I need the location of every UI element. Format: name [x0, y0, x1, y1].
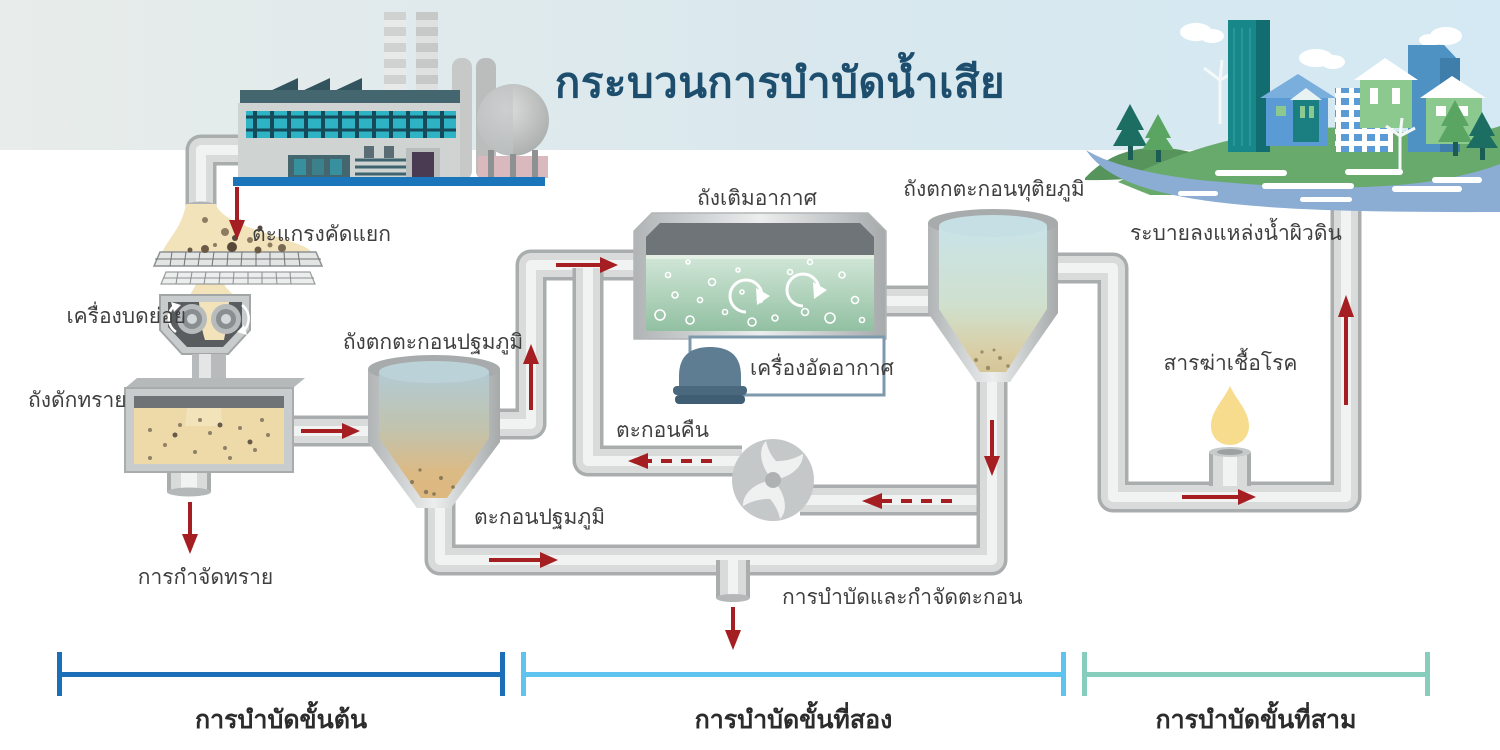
disinfectant-inlet-stub — [1209, 447, 1251, 486]
house-right — [1420, 76, 1486, 144]
flow-arrow-sand-down — [182, 502, 198, 554]
bar-screen — [152, 242, 324, 285]
flow-arrow-return-left-dashed — [628, 453, 712, 469]
disinfectant-drop-icon — [1211, 386, 1249, 445]
house-green — [1354, 58, 1418, 128]
grinder — [159, 294, 251, 378]
flow-arrow-grit-right — [301, 423, 360, 439]
air-compressor — [673, 335, 886, 404]
flow-arrow-secondary-down — [984, 420, 1000, 476]
secondary-clarifier-tank — [928, 209, 1058, 382]
disinfection-discharge-pipe — [1050, 160, 1362, 513]
bracket-line — [1084, 672, 1428, 677]
screen-debris — [187, 242, 286, 254]
aeration-tank — [633, 212, 887, 340]
river-water — [1086, 150, 1500, 213]
stage-tertiary-treatment: การบำบัดขั้นที่สาม — [1082, 652, 1430, 747]
aeration-swirl-icon — [728, 272, 821, 314]
water-wave-lines — [1178, 169, 1482, 202]
bracket-cap — [1425, 652, 1430, 696]
primary-clarifier-tank — [368, 355, 500, 508]
primary-tank-label: ถังตกตะกอนปฐมภูมิ — [342, 331, 524, 354]
air-compressor-icon — [673, 347, 747, 404]
factory-illustration — [233, 12, 549, 186]
flow-arrow-riser-up — [523, 344, 539, 410]
return-sludge-label: ตะกอนคืน — [616, 419, 710, 442]
sludge-treatment-label: การบำบัดและกำจัดตะกอน — [782, 586, 1023, 609]
flow-arrow-sludge-right — [489, 552, 558, 568]
grit-tank-label: ถังดักทราย — [28, 389, 127, 412]
fir-tree-icon — [1142, 114, 1174, 162]
discharge-label: ระบายลงแหล่งน้ำผิวดิน — [1130, 222, 1342, 245]
stage-tertiary-label: การบำบัดขั้นที่สาม — [1155, 706, 1357, 734]
grinder-label: เครื่องบดย่อย — [66, 305, 186, 328]
bracket-cap — [500, 652, 505, 696]
grit-chamber — [124, 378, 305, 473]
flow-arrow-feed-right — [556, 257, 618, 273]
cloud-icon — [1299, 49, 1345, 69]
bracket-line — [59, 672, 503, 677]
cloud-icon — [1419, 27, 1462, 46]
fir-tree-icon — [1438, 100, 1472, 156]
flow-arrow-sludge-out-down — [725, 607, 741, 650]
house-small-teal — [1290, 88, 1322, 142]
fir-tree-icon — [1113, 104, 1147, 160]
hill-right — [1118, 126, 1500, 195]
flow-arrow-discharge-up — [1338, 295, 1354, 405]
cloud-icon — [1180, 23, 1224, 43]
city-illustration — [1085, 20, 1500, 213]
bracket-line — [523, 672, 1064, 677]
bracket-cap — [1061, 652, 1066, 696]
air-compressor-label: เครื่องอัดอากาศ — [750, 357, 894, 380]
stage-primary-treatment: การบำบัดขั้นต้น — [57, 652, 505, 747]
primary-sludge-label: ตะกอนปฐมภูมิ — [474, 506, 606, 529]
factory-outfall-pipe — [185, 134, 238, 211]
flow-arrow-inflow-down — [229, 187, 245, 240]
flow-arrow-pump-left-dashed — [862, 493, 952, 509]
flow-arrow-chlorine-right — [1182, 489, 1256, 505]
disinfectant-label: สารฆ่าเชื้อโรค — [1163, 352, 1298, 375]
page-title: กระบวนการบำบัดน้ำเสีย — [554, 59, 1006, 106]
secondary-tank-label: ถังตกตะกอนทุติยภูมิ — [903, 178, 1085, 201]
fir-tree-icon — [1466, 112, 1498, 160]
flow-arrows — [182, 187, 1354, 650]
screen-label: ตะแกรงคัดแยก — [252, 223, 391, 246]
sludge-outlet-stub — [716, 560, 750, 602]
aeration-tank-label: ถังเติมอากาศ — [697, 187, 817, 210]
stage-primary-label: การบำบัดขั้นต้น — [194, 706, 368, 734]
recirculation-pump — [732, 439, 814, 521]
wind-turbine-icon — [1385, 117, 1416, 172]
stage-secondary-label: การบำบัดขั้นที่สอง — [694, 706, 893, 734]
stage-secondary-treatment: การบำบัดขั้นที่สอง — [521, 652, 1066, 747]
sand-removal-label: การกำจัดทราย — [137, 566, 274, 589]
